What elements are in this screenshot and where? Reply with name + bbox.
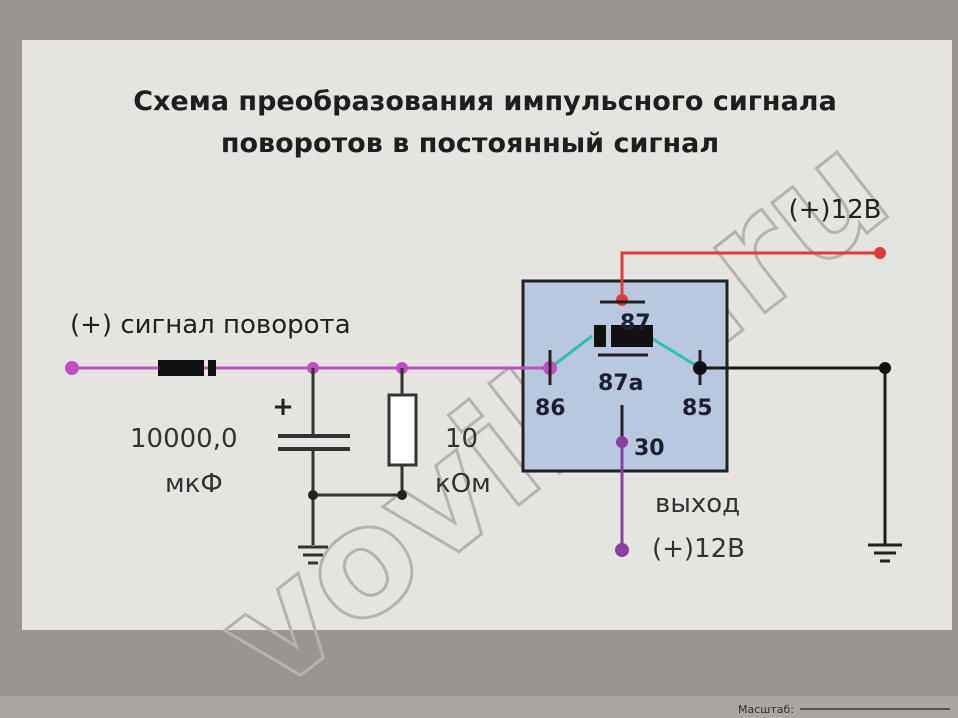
ground-icon [298, 545, 328, 565]
resistor [387, 393, 418, 467]
junction [879, 362, 891, 374]
status-bar [0, 696, 958, 718]
output-terminal [615, 543, 629, 557]
title-line-1: Схема преобразования импульсного сигнала [133, 86, 837, 117]
diode-cathode [208, 360, 216, 376]
title-line-2: поворотов в постоянный сигнал [221, 128, 719, 159]
output-voltage: (+)12В [652, 534, 745, 564]
resistor-unit: кОм [435, 469, 491, 499]
capacitor-value: 10000,0 [130, 424, 238, 454]
cap-polarity: + [272, 392, 294, 422]
ground-icon [868, 543, 902, 563]
signal-terminal [65, 361, 79, 375]
diode [158, 360, 204, 376]
capacitor-unit: мкФ [165, 469, 223, 499]
junction [397, 490, 407, 500]
pin-30-label: 30 [634, 436, 665, 461]
supply-wire [620, 251, 880, 300]
coil [611, 325, 653, 347]
supply-terminal [874, 247, 886, 259]
coil-part [594, 325, 606, 347]
pin-87a-label: 87a [598, 371, 643, 396]
zoom-label: Масштаб: [738, 703, 794, 716]
pin-86-label: 86 [535, 396, 566, 421]
junction [308, 490, 318, 500]
coil-wire-right [647, 334, 701, 370]
output-label: выход [655, 489, 740, 519]
pin-87-node [616, 294, 628, 306]
pin-30-node [616, 436, 628, 448]
pin-85-node [693, 361, 707, 375]
coil-wire-left [549, 334, 593, 370]
screen-area [22, 40, 952, 630]
resistor-value: 10 [445, 424, 478, 454]
pin-85-label: 85 [682, 396, 713, 421]
pin-87-label: 87 [620, 311, 651, 336]
supply-label: (+)12В [789, 195, 882, 225]
signal-label: (+) сигнал поворота [70, 310, 351, 340]
zoom-slider[interactable] [800, 708, 950, 710]
